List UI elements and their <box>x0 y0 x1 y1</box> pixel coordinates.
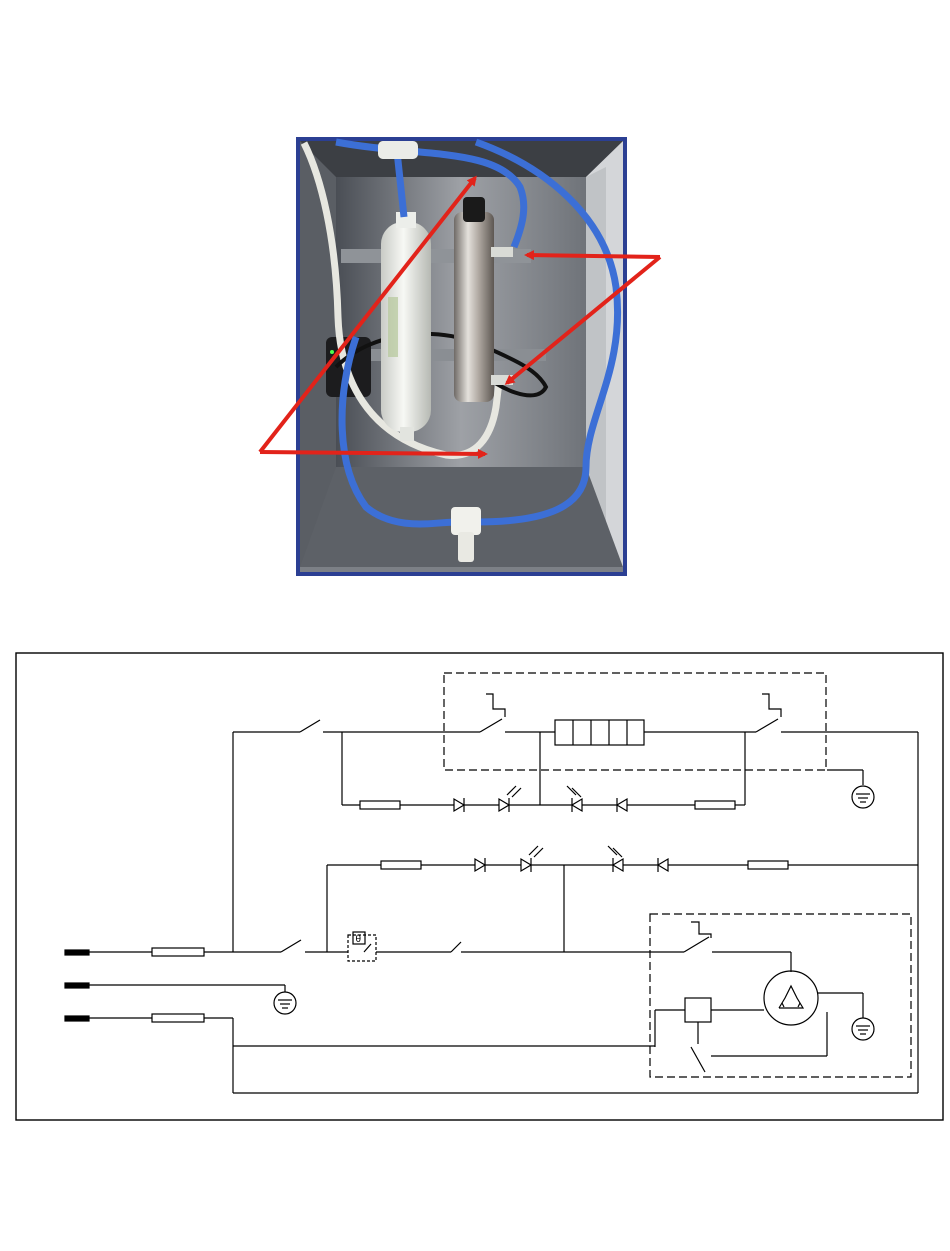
switch-icon <box>300 720 320 732</box>
ground-icon <box>852 1018 874 1040</box>
resistor-icon <box>360 801 400 809</box>
led-icon <box>499 786 521 812</box>
switch-icon <box>281 940 301 952</box>
diode-icon <box>454 799 464 811</box>
resistor-icon <box>695 801 735 809</box>
resistor-icon <box>748 861 788 869</box>
diode-icon <box>475 859 485 871</box>
fuse-icon <box>152 948 204 956</box>
installation-photo <box>296 137 627 576</box>
switch-icon <box>691 1047 705 1072</box>
led-icon <box>608 846 623 872</box>
led-icon <box>567 786 582 812</box>
fuse-icon <box>152 1014 204 1022</box>
relay-icon <box>685 998 711 1022</box>
switch-icon <box>451 942 461 952</box>
resistor-icon <box>381 861 421 869</box>
ground-icon <box>852 786 874 808</box>
ground-icon <box>274 992 296 1014</box>
compressor-assembly-box <box>650 914 911 1077</box>
plug-terminal-icon <box>65 950 89 1021</box>
top-connector <box>378 141 418 159</box>
switch-icon <box>684 937 709 952</box>
led-icon <box>521 846 543 872</box>
photo-illustration <box>296 137 627 576</box>
cartridge-filter <box>381 212 431 441</box>
diagram-border <box>16 653 943 1120</box>
switch-icon <box>756 719 778 732</box>
wiring-diagram: θ <box>15 652 945 1122</box>
switch-icon <box>480 719 502 732</box>
heater-assembly-box <box>444 673 826 770</box>
heater-block-icon <box>555 720 644 745</box>
svg-text:θ: θ <box>356 934 362 945</box>
thermostat-icon <box>348 935 376 961</box>
indicator-light <box>330 350 334 354</box>
motor-icon <box>764 971 818 1025</box>
